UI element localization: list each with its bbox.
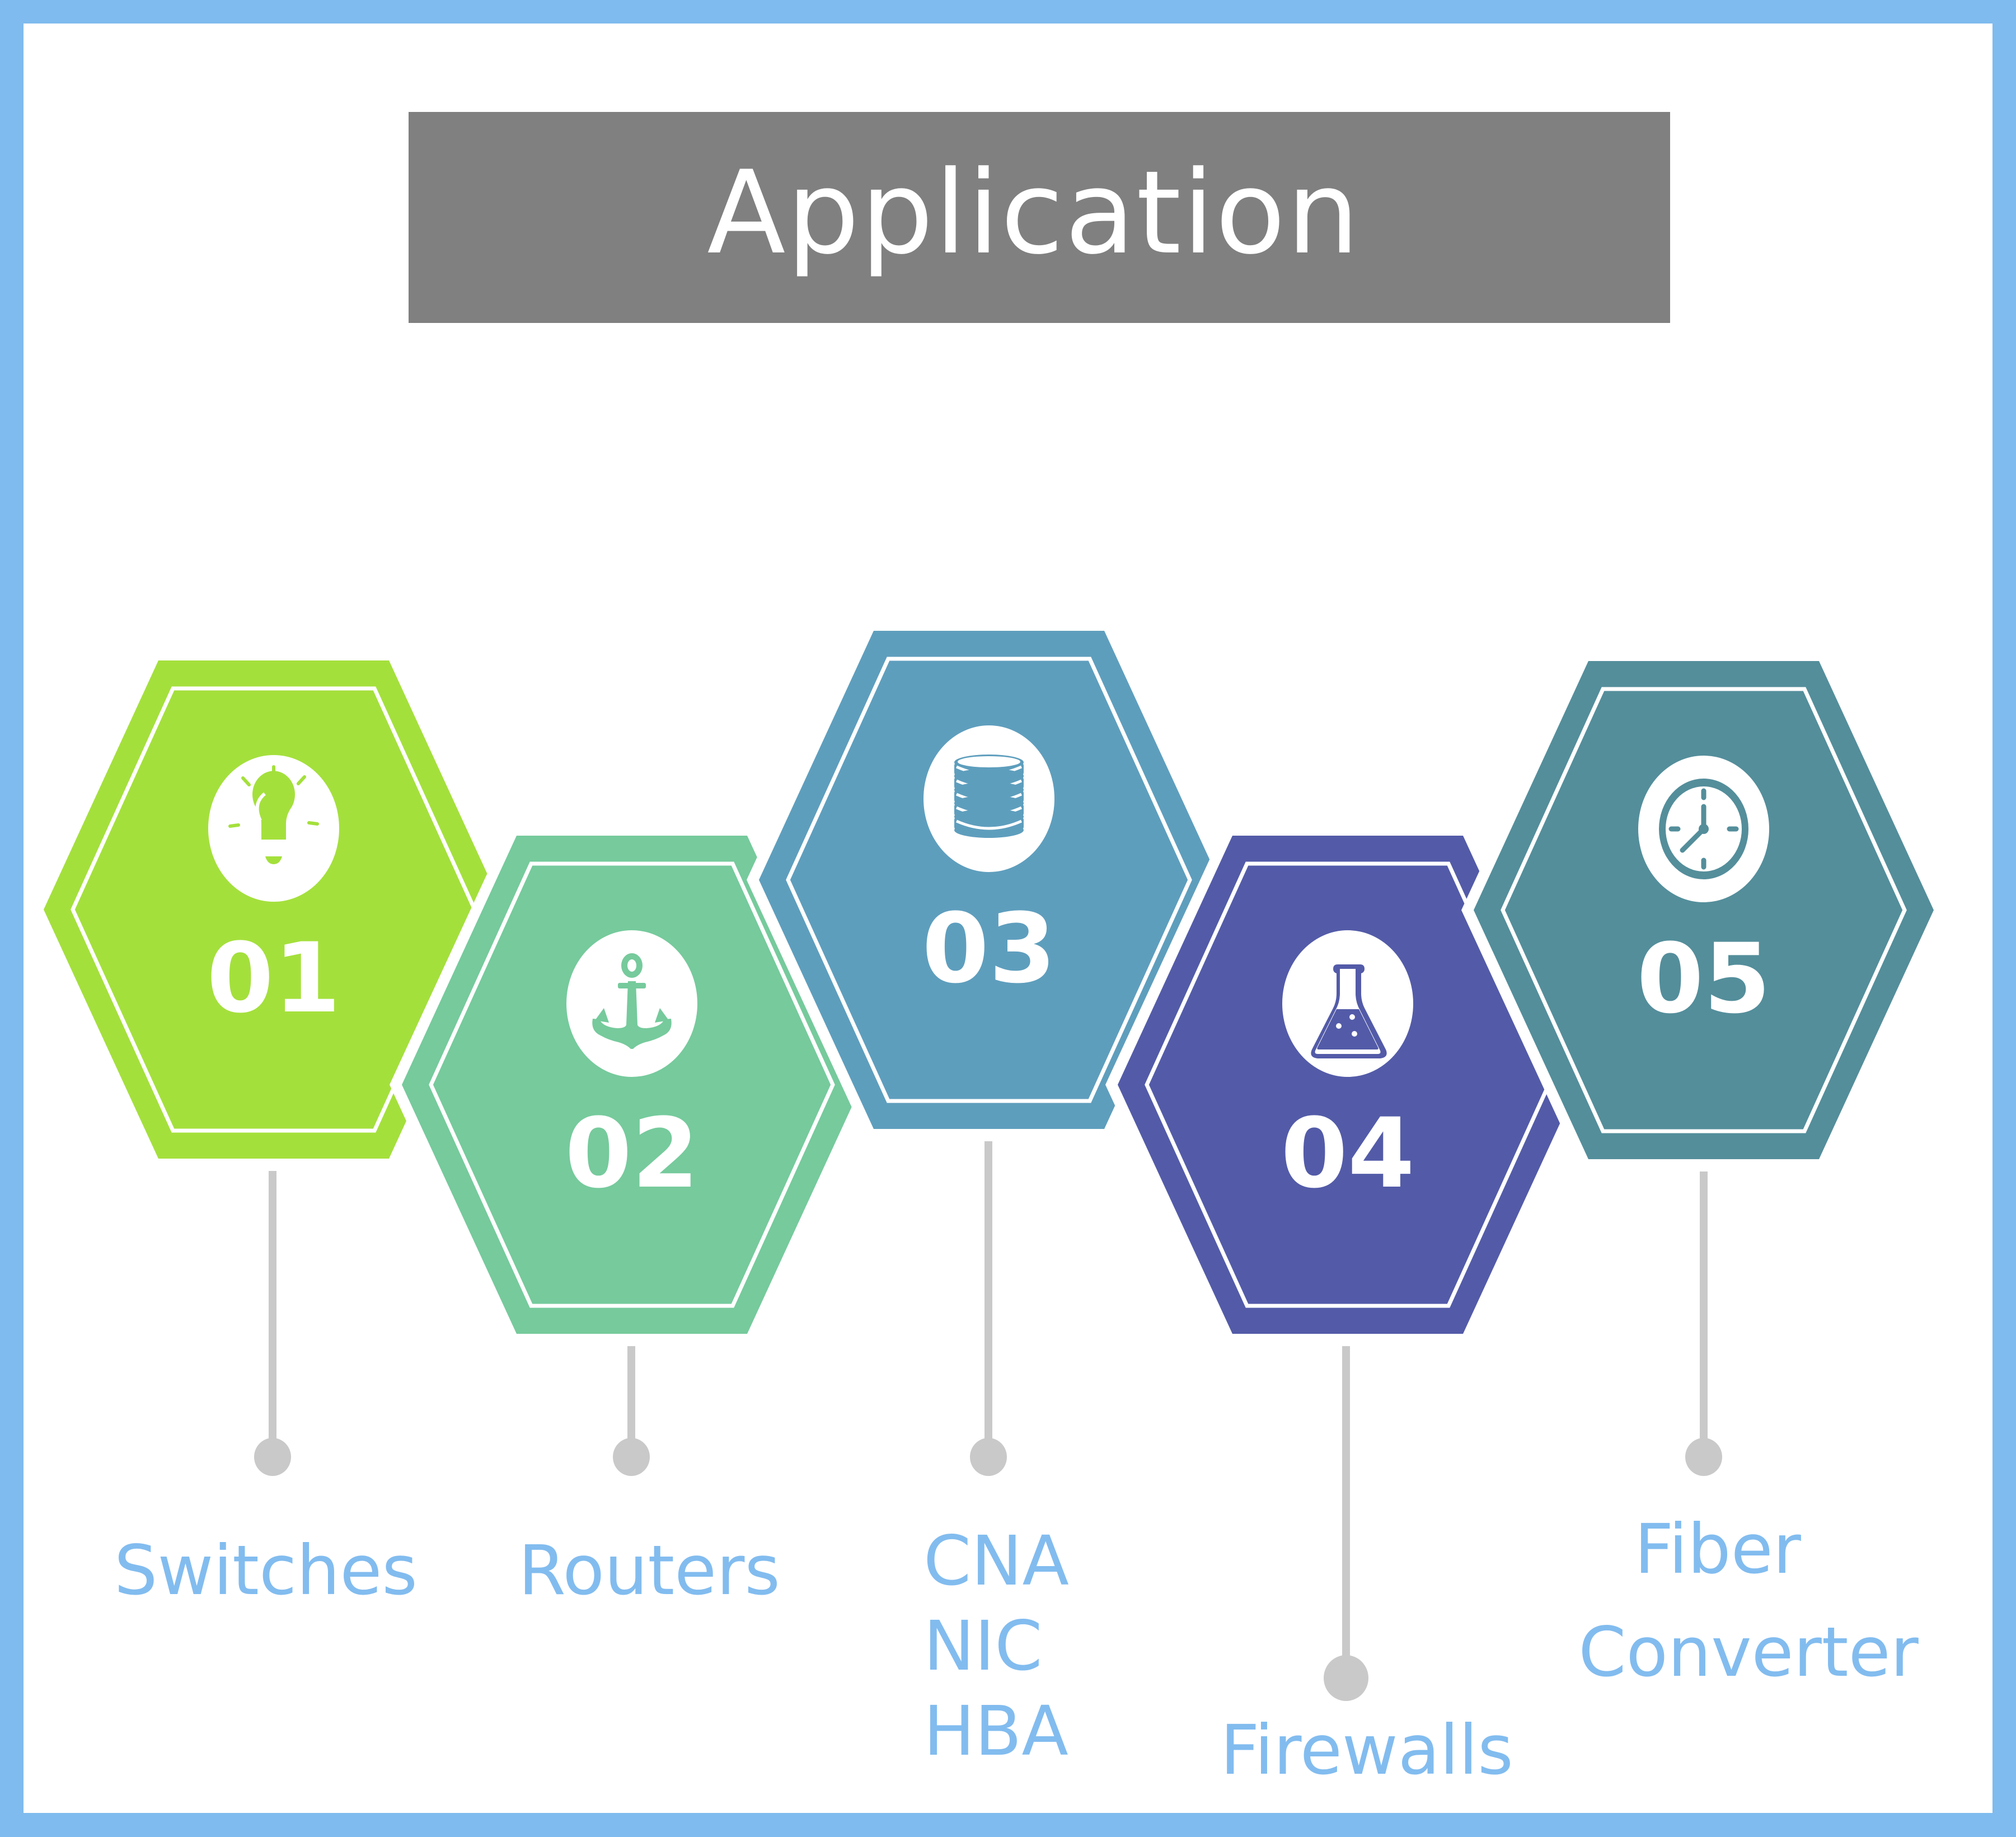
step-number: 01 [207,922,340,1034]
hexagon-inner-outline [1501,687,1907,1133]
step-number: 02 [565,1097,698,1210]
label-line: NIC [923,1606,1043,1686]
hexagon-fill [44,660,504,1159]
hexagon-fill [1118,836,1578,1334]
hexagon-inner-outline [429,861,835,1308]
step-2-label: Routers [518,1536,780,1605]
label-line: HBA [923,1691,1068,1771]
label-line: CNA [923,1521,1069,1601]
step-5-label: Fiber Converter [1578,1498,1919,1704]
hexagon-step-4: 04 [1105,823,1590,1346]
step-1-label: Switches [114,1536,418,1605]
connector-bottom-dot [613,1438,650,1476]
hexagon-fill [759,631,1219,1129]
clock-icon [1659,779,1748,879]
label-line: Fiber [1634,1510,1801,1589]
label-line: Switches [114,1531,418,1610]
page-title: Application [707,146,1361,280]
label-line: Firewalls [1220,1711,1513,1790]
hexagon-step-5: 05 [1461,649,1946,1171]
step-4-label: Firewalls [1220,1716,1513,1784]
connector-bottom-dot [254,1438,291,1476]
flask-icon [1311,964,1387,1058]
hexagon-inner-outline [786,657,1192,1103]
label-line: Routers [518,1531,780,1610]
connector-4 [1324,1295,1368,1701]
hexagon-step-1: 01 [31,648,516,1171]
step-number: 04 [1281,1097,1414,1210]
step-number: 05 [1637,922,1770,1035]
title-banner: Application [409,112,1670,323]
step-3-label: CNA NIC HBA [923,1519,1069,1774]
connector-3 [970,1084,1007,1476]
hexagon-step-3: 03 [747,618,1231,1141]
hexagon-step-2: 02 [390,823,874,1346]
connector-bottom-dot [1324,1655,1368,1701]
connector-bottom-dot [970,1438,1007,1476]
label-line: Converter [1578,1613,1919,1692]
hexagon-fill [1474,661,1934,1159]
connector-bottom-dot [1685,1438,1722,1476]
lightbulb-icon [228,765,319,864]
anchor-icon [592,953,672,1049]
step-number: 03 [922,892,1056,1005]
hexagon-fill [402,836,862,1334]
database-icon [954,755,1024,838]
